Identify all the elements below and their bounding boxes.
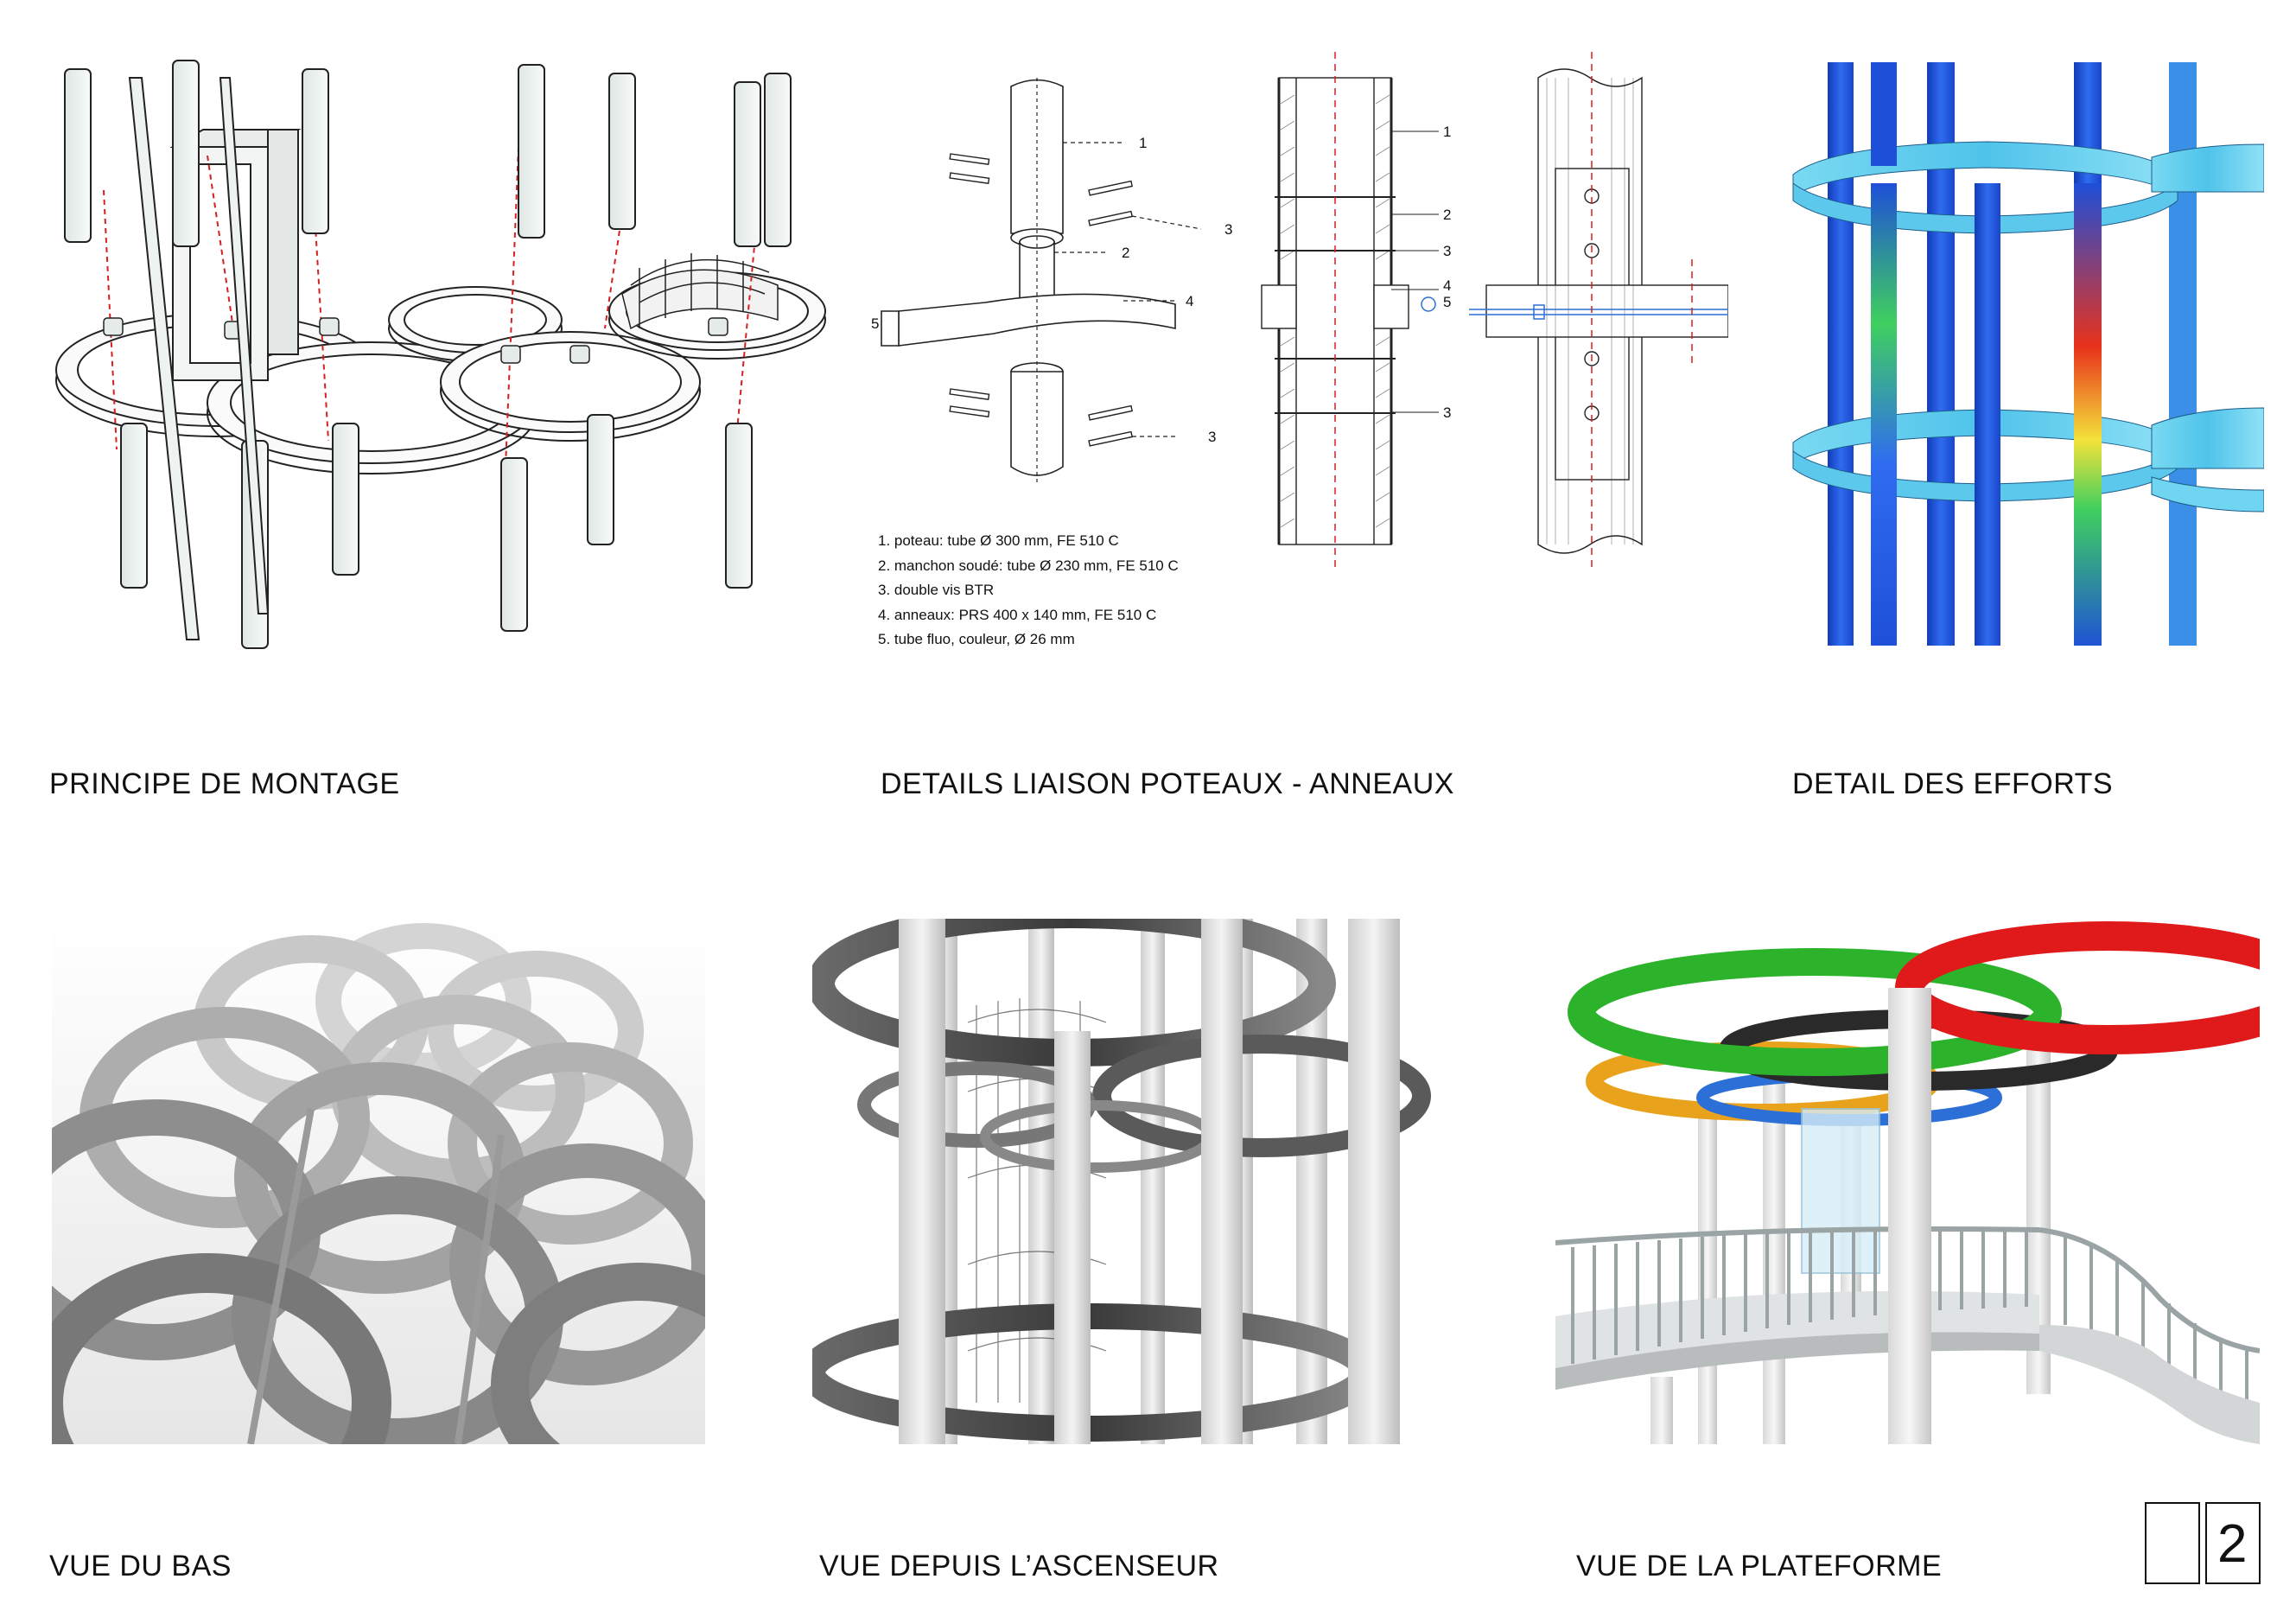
vue-du-bas-render — [52, 919, 705, 1444]
legend-item: 4. anneaux: PRS 400 x 140 mm, FE 510 C — [878, 606, 1157, 623]
principe-de-montage-drawing — [55, 60, 826, 649]
page-number: 2 — [2217, 1514, 2248, 1574]
page-number-box — [2205, 1502, 2261, 1584]
callout-section-4: 4 — [1443, 277, 1451, 294]
callout-3-lower: 3 — [1208, 429, 1216, 445]
caption-detail-des-efforts: DETAIL DES EFFORTS — [1792, 767, 2114, 800]
callout-section-5: 5 — [1443, 294, 1451, 310]
callout-section-1: 1 — [1443, 124, 1451, 140]
details-liaison-drawing: 1 3 2 4 5 3 1 2 3 4 5 3 — [871, 52, 1728, 570]
caption-vue-de-la-plateforme: VUE DE LA PLATEFORME — [1576, 1550, 1943, 1582]
legend-list: 1. poteau: tube Ø 300 mm, FE 510 C 2. ma… — [878, 529, 1179, 653]
caption-principe-de-montage: PRINCIPE DE MONTAGE — [49, 767, 400, 800]
callout-section-2: 2 — [1443, 207, 1451, 223]
caption-vue-du-bas: VUE DU BAS — [49, 1550, 232, 1582]
legend-item: 3. double vis BTR — [878, 582, 995, 598]
callout-2: 2 — [1122, 245, 1129, 261]
callout-section-3b: 3 — [1443, 404, 1451, 421]
vue-de-la-plateforme-render — [1555, 919, 2260, 1444]
caption-details-liaison: DETAILS LIAISON POTEAUX - ANNEAUX — [881, 767, 1454, 800]
legend-item: 1. poteau: tube Ø 300 mm, FE 510 C — [878, 532, 1119, 549]
legend-item: 2. manchon soudé: tube Ø 230 mm, FE 510 … — [878, 557, 1179, 574]
callout-3: 3 — [1224, 221, 1232, 238]
vue-depuis-ascenseur-render — [812, 919, 1478, 1444]
callout-4: 4 — [1186, 293, 1193, 309]
callout-1: 1 — [1139, 135, 1147, 151]
legend-item: 5. tube fluo, couleur, Ø 26 mm — [878, 631, 1075, 647]
detail-des-efforts-render — [1792, 62, 2264, 646]
caption-vue-depuis-ascenseur: VUE DEPUIS L’ASCENSEUR — [819, 1550, 1219, 1582]
page-box-empty — [2145, 1502, 2200, 1584]
callout-section-3: 3 — [1443, 243, 1451, 259]
callout-5: 5 — [871, 315, 879, 332]
